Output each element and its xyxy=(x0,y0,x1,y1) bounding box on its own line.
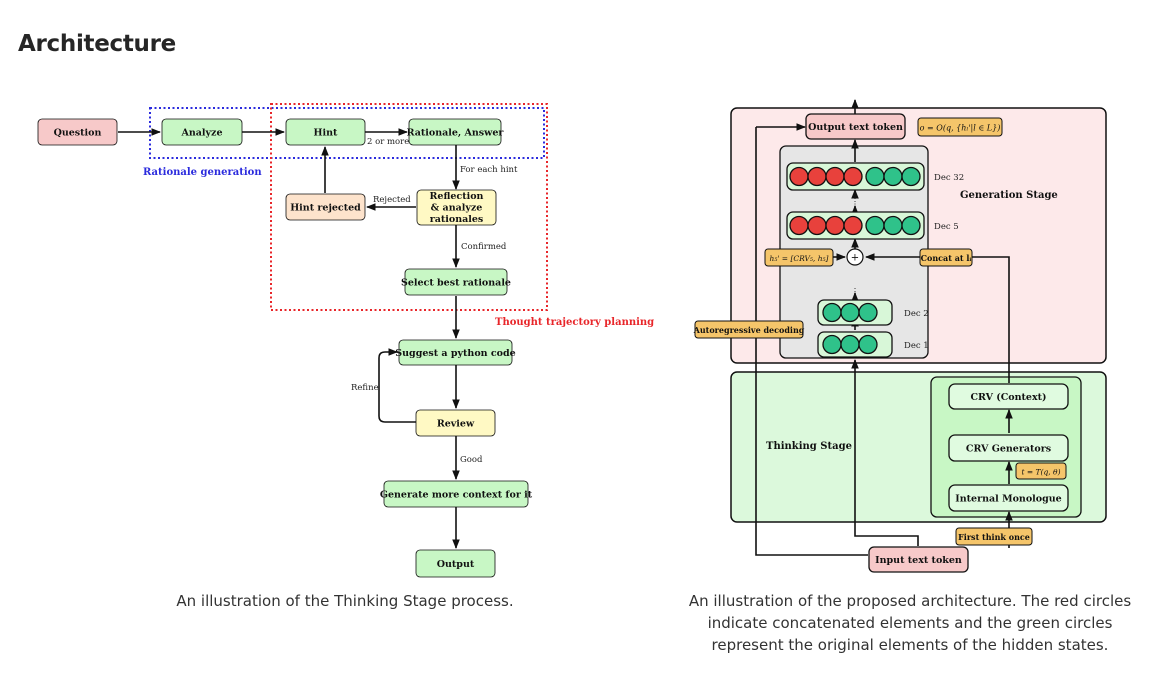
thought-trajectory-label: Thought trajectory planning xyxy=(495,317,654,328)
green-circle-dec5 xyxy=(865,215,885,236)
dec32-label: Dec 32 xyxy=(934,173,964,183)
first-think-box xyxy=(955,527,1033,546)
red-circle-dec32 xyxy=(807,166,827,187)
first-think-text: First think once xyxy=(958,532,1030,542)
reflection-line-3: rationales xyxy=(430,214,484,225)
autoregressive-box xyxy=(694,320,804,339)
h5-formula-text: h₅' = [CRV₅, h₅] xyxy=(770,254,829,263)
reflection-line-2: & analyze xyxy=(431,203,483,214)
input-text-token-box xyxy=(868,546,969,573)
green-circle-dec32 xyxy=(865,166,885,187)
output-box xyxy=(415,549,496,578)
question-box xyxy=(37,118,118,146)
green-circle-dec5 xyxy=(901,215,921,236)
thinking-process-diagram: Question Analyze Hint Rationale, Answer … xyxy=(37,103,654,578)
red-circle-dec5 xyxy=(807,215,827,236)
rejected-label: Rejected xyxy=(373,195,411,205)
good-label: Good xyxy=(460,455,483,465)
green-circle-dec1 xyxy=(840,334,860,355)
autoregressive-loop xyxy=(755,127,868,556)
generate-context-box xyxy=(383,480,529,508)
refine-label: Refine xyxy=(351,383,379,393)
crv-generators-box xyxy=(948,434,1069,462)
right-caption-line-1: An illustration of the proposed architec… xyxy=(688,592,1132,610)
confirmed-label: Confirmed xyxy=(461,242,507,252)
red-circle-dec32 xyxy=(825,166,845,187)
thought-trajectory-region xyxy=(270,103,548,311)
rationale-generation-label: Rationale generation xyxy=(143,167,262,178)
output-formula-text: o = O(q, {hₗ'|l ∈ L}) xyxy=(920,124,1001,133)
ellipsis-lower: ⋮ xyxy=(851,287,859,296)
green-circle-dec2 xyxy=(840,302,860,323)
architecture-diagram: ⋮ ⋮ + Output text token o = O(q, {hₗ'|l … xyxy=(693,99,1107,573)
green-circle-dec1 xyxy=(858,334,878,355)
select-best-text: Select best rationale xyxy=(401,278,511,289)
reflection-line-1: Reflection xyxy=(430,191,484,202)
concat-path xyxy=(972,256,1010,383)
ellipsis-upper: ⋮ xyxy=(851,197,859,206)
hint-rejected-box xyxy=(285,193,366,221)
analyze-text: Analyze xyxy=(180,128,222,139)
generation-stage-label: Generation Stage xyxy=(960,190,1058,201)
dec5-label: Dec 5 xyxy=(934,222,959,232)
t-formula-box xyxy=(1015,462,1067,480)
review-text: Review xyxy=(437,419,475,430)
review-box xyxy=(415,409,496,437)
question-text: Question xyxy=(54,128,102,139)
analyze-box xyxy=(161,118,243,146)
red-circle-dec32 xyxy=(843,166,863,187)
crv-generators-text: CRV Generators xyxy=(966,444,1051,455)
suggest-python-box xyxy=(398,339,513,366)
crv-context-box xyxy=(948,383,1069,410)
select-best-box xyxy=(404,268,508,296)
red-circle-dec5 xyxy=(789,215,809,236)
generate-context-text: Generate more context for it xyxy=(380,490,533,501)
page-title: Architecture xyxy=(18,31,176,57)
output-formula-box xyxy=(917,117,1003,137)
green-circle-dec32 xyxy=(883,166,903,187)
two-or-more-label: 2 or more xyxy=(367,137,409,147)
green-circle-dec2 xyxy=(858,302,878,323)
crv-context-text: CRV (Context) xyxy=(970,392,1046,403)
hint-box xyxy=(285,118,366,146)
concat-text: Concat at lᵢ xyxy=(921,253,972,263)
output-text-token-box xyxy=(805,113,906,140)
concat-box xyxy=(919,248,973,267)
dec2-label: Dec 2 xyxy=(904,309,929,319)
right-caption: An illustration of the proposed architec… xyxy=(660,590,1160,656)
hint-rejected-text: Hint rejected xyxy=(290,203,361,214)
green-circle-dec1 xyxy=(822,334,842,355)
output-text-token-text: Output text token xyxy=(808,122,903,133)
for-each-hint-label: For each hint xyxy=(460,165,518,175)
rationale-answer-box xyxy=(408,118,502,146)
t-formula-text: t = T(q, θ) xyxy=(1021,468,1060,477)
thinking-stage-label: Thinking Stage xyxy=(766,441,852,452)
rationale-generation-region xyxy=(149,107,545,159)
hidden-state-circles: ·· xyxy=(789,166,921,355)
left-caption: An illustration of the Thinking Stage pr… xyxy=(176,592,514,610)
hint-text: Hint xyxy=(314,128,338,139)
green-circle-dec2 xyxy=(822,302,842,323)
right-caption-line-3: represent the original elements of the h… xyxy=(711,636,1109,654)
dec1-label: Dec 1 xyxy=(904,341,929,351)
internal-monologue-text: Internal Monologue xyxy=(955,494,1061,505)
red-circle-dec5 xyxy=(825,215,845,236)
green-circle-dec5 xyxy=(883,215,903,236)
green-circle-dec32 xyxy=(901,166,921,187)
plus-icon: + xyxy=(851,253,859,264)
reflection-box xyxy=(416,189,497,226)
h5-formula-box xyxy=(764,248,834,267)
right-caption-line-2: indicate concatenated elements and the g… xyxy=(707,614,1113,632)
red-circle-dec5 xyxy=(843,215,863,236)
red-circle-dec32 xyxy=(789,166,809,187)
sum-node xyxy=(846,248,864,266)
input-text-token-text: Input text token xyxy=(875,555,962,566)
suggest-python-text: Suggest a python code xyxy=(395,348,515,359)
autoregressive-text: Autoregressive decoding xyxy=(693,325,805,335)
rationale-answer-text: Rationale, Answer xyxy=(407,128,505,139)
output-text: Output xyxy=(437,559,475,570)
internal-monologue-box xyxy=(948,484,1069,512)
